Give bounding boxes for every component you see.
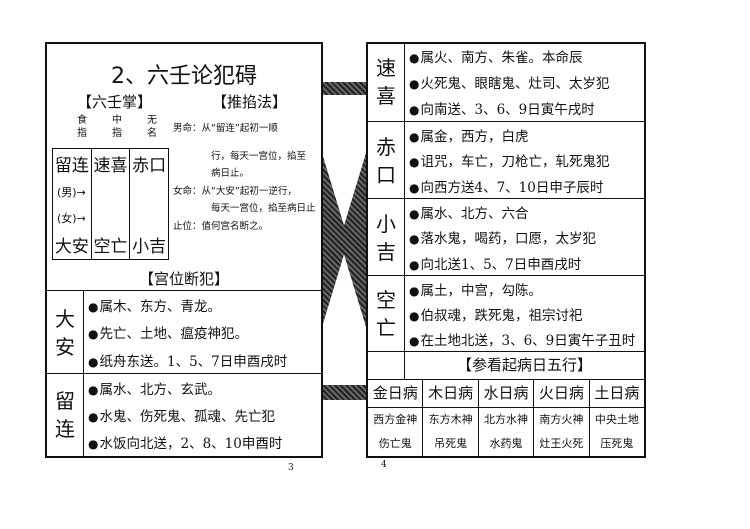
palace-row-kongwang: 空亡 属土，中宫，勾陈。伯叔魂，跌死鬼，祖宗讨祀在土地北送，3、6、9日寅午子丑… <box>368 275 644 352</box>
finger-label: 中 <box>112 115 122 126</box>
palace-row-daan: 大安 属木、东方、青龙。先亡、土地、瘟疫神犯。纸舟东送。1、5、7日申酉戌时 <box>47 290 321 374</box>
row-line: 先亡、土地、瘟疫神犯。 <box>88 322 321 342</box>
finger-label: 指 <box>77 128 87 139</box>
day-header: 水日病 <box>479 380 535 408</box>
ghost-cell: 伤亡鬼 <box>378 437 412 450</box>
row-line: 向北送1、5、7日申酉戌时 <box>409 253 644 273</box>
row-line: 水饭向北送，2、8、10申酉时 <box>88 432 321 452</box>
god-cell: 北方水神 <box>484 413 529 426</box>
method-line: 病日止。 <box>211 168 250 179</box>
palace-row-liulian: 留连 属水、北方、玄武。水鬼、伤死鬼、孤魂、先亡犯水饭向北送，2、8、10申酉时 <box>47 373 321 456</box>
palace-daan: 大安 <box>54 237 89 257</box>
day-header: 金日病 <box>368 380 424 408</box>
method-line: 男命：从“留连”起初一顺 <box>173 123 278 134</box>
left-page: 2、六壬论犯碍 【六壬掌】 【推掐法】 食指 中指 无名 留连 (男)→ (女)… <box>45 42 323 458</box>
row-line: 在土地北送，3、6、9日寅午子丑时 <box>409 329 644 349</box>
row-line: 属金，西方，白虎 <box>409 125 644 145</box>
method-line: 女命：从“大安”起初一逆行， <box>173 185 297 197</box>
five-elements-body: 西方金神伤亡鬼 东方木神吊死鬼 北方水神水药鬼 南方火神灶王火死 中央土地压死鬼 <box>368 407 644 458</box>
row-line: 属火、南方、朱雀。本命辰 <box>409 46 644 66</box>
row-line: 伯叔魂，跌死鬼，祖宗讨祀 <box>409 304 644 324</box>
method-line: 每天一宫位，掐至病日止 <box>211 203 316 214</box>
female-marker: (女)→ <box>57 212 86 225</box>
ghost-cell: 灶王火死 <box>539 437 584 450</box>
row-label: 速 <box>376 55 396 80</box>
row-label: 空 <box>376 288 396 312</box>
row-line: 水鬼、伤死鬼、孤魂、先亡犯 <box>88 405 321 425</box>
palace-xiaoji: 小吉 <box>132 237 167 257</box>
row-label: 大 <box>55 306 75 331</box>
palace-kongwang: 空亡 <box>93 237 128 257</box>
five-elements-heading: 【参看起病日五行】 <box>456 356 592 374</box>
method-line: 行，每天一宫位，掐至 <box>211 150 307 162</box>
row-line: 落水鬼，喝药，口愿，太岁犯 <box>409 227 644 247</box>
day-header: 土日病 <box>594 384 640 402</box>
page-title: 2、六壬论犯碍 <box>111 64 257 89</box>
row-line: 纸舟东送。1、5、7日申酉戌时 <box>88 350 321 370</box>
god-cell: 中央土地 <box>594 413 639 426</box>
palace-row-chikou: 赤口 属金，西方，白虎诅咒，车亡，刀枪亡，轧死鬼犯向西方送4、7、10日申子辰时 <box>368 121 644 199</box>
palace-row-suxi: 速喜 属火、南方、朱雀。本命辰火死鬼、眼瞎鬼、灶司、太岁犯向南送、3、6、9日寅… <box>368 42 644 121</box>
row-label: 喜 <box>376 83 396 108</box>
ghost-cell: 吊死鬼 <box>434 437 468 450</box>
finger-label: 食 <box>77 115 87 126</box>
row-label: 安 <box>55 334 75 359</box>
row-line: 属木、东方、青龙。 <box>88 295 321 315</box>
row-line: 向南送、3、6、9日寅午戌时 <box>409 98 644 118</box>
row-label: 连 <box>55 417 75 441</box>
method-text: 男命：从“留连”起初一顺 行，每天一宫位，掐至 病日止。 女命：从“大安”起初一… <box>173 120 323 235</box>
finger-label: 指 <box>112 128 122 139</box>
row-label: 亡 <box>376 316 396 340</box>
section-heading: 【宫位断犯】 <box>138 270 229 288</box>
god-cell: 东方木神 <box>428 413 473 426</box>
row-line: 属水、北方、玄武。 <box>88 378 321 398</box>
row-line: 属水、北方、六合 <box>409 202 644 222</box>
row-label: 小 <box>376 211 396 236</box>
ghost-cell: 水药鬼 <box>489 437 523 450</box>
method-line: 止位：值何宫名断之。 <box>173 220 269 232</box>
day-header: 木日病 <box>423 380 479 408</box>
row-line: 向西方送4、7、10日申子辰时 <box>409 176 644 196</box>
row-label: 留 <box>55 389 75 413</box>
page-number-left: 3 <box>288 463 294 473</box>
day-header: 火日病 <box>534 380 590 408</box>
page-number-right: 4 <box>381 460 387 470</box>
god-cell: 南方火神 <box>539 413 584 426</box>
method-heading: 【推掐法】 <box>212 93 288 111</box>
finger-label: 无 <box>147 115 157 126</box>
five-elements-header: 金日病木日病水日病火日病土日病 <box>368 379 644 408</box>
palm-grid: 留连 (男)→ (女)→ 大安 速喜空亡 赤口小吉 <box>52 148 169 260</box>
row-line: 属土，中宫，勾陈。 <box>409 279 644 299</box>
row-line: 火死鬼、眼瞎鬼、灶司、太岁犯 <box>409 72 644 92</box>
five-elements-heading-row: 【参看起病日五行】 <box>368 351 644 380</box>
palace-chikou: 赤口 <box>132 156 167 176</box>
row-label: 赤 <box>376 134 396 159</box>
row-label: 吉 <box>376 239 396 264</box>
palace-row-xiaoji: 小吉 属水、北方、六合落水鬼，喝药，口愿，太岁犯向北送1、5、7日申酉戌时 <box>368 198 644 276</box>
ghost-cell: 压死鬼 <box>600 437 634 450</box>
finger-label: 名 <box>147 128 157 139</box>
row-label: 口 <box>376 162 396 187</box>
palace-liulian: 留连 <box>54 156 89 176</box>
row-line: 诅咒，车亡，刀枪亡，轧死鬼犯 <box>409 150 644 170</box>
male-marker: (男)→ <box>57 186 86 199</box>
palm-heading: 【六壬掌】 <box>77 93 153 111</box>
god-cell: 西方金神 <box>373 413 418 426</box>
palace-suxi: 速喜 <box>93 156 128 176</box>
right-page: 速喜 属火、南方、朱雀。本命辰火死鬼、眼瞎鬼、灶司、太岁犯向南送、3、6、9日寅… <box>366 42 646 458</box>
